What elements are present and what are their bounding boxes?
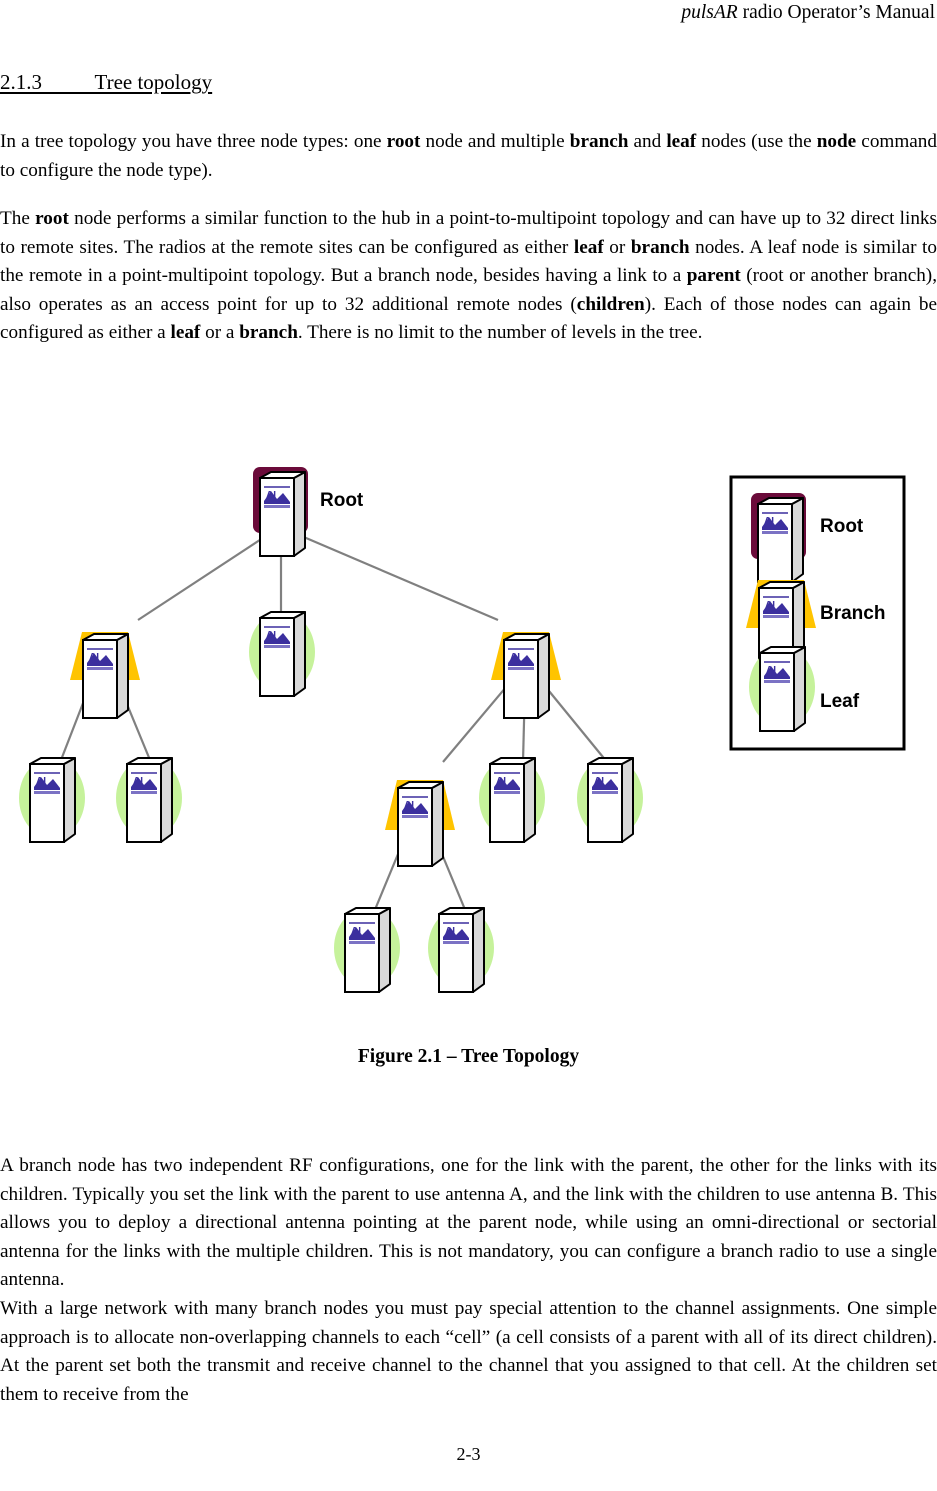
tree-node-leaf[interactable]	[577, 757, 643, 843]
term-branch: branch	[569, 131, 629, 152]
manual-title-rest: radio Operator’s Manual	[737, 2, 935, 23]
tree-connector-lines	[59, 530, 608, 913]
paragraph-channel-assignments: With a large network with many branch no…	[0, 1298, 937, 1405]
term-parent: parent	[686, 265, 741, 287]
edge-branchR-to-leaf2	[539, 679, 608, 763]
text-run: node performs a similar function to the …	[0, 208, 937, 258]
figure-caption: Figure 2.1 – Tree Topology	[357, 1046, 580, 1067]
legend-item-leaf: Leaf	[749, 646, 860, 732]
text-run: node and multiple	[420, 131, 570, 152]
tree-node-leaf-center[interactable]	[249, 611, 315, 697]
text-run: or	[603, 236, 631, 258]
edge-branchR-to-branch	[442, 679, 513, 763]
figure-legend: Root Branch Leaf	[729, 475, 906, 751]
term-branch: branch	[239, 322, 298, 344]
tree-node-branch-lower[interactable]	[385, 780, 455, 867]
manual-brand-name: pulsAR	[681, 2, 738, 23]
legend-item-branch: Branch	[746, 580, 885, 667]
tree-node-leaf[interactable]	[334, 907, 400, 993]
radio-box-icon	[29, 757, 76, 843]
root-node-label: Root	[320, 490, 364, 511]
text-run: nodes (use the	[696, 131, 817, 152]
text-run: command to configure the node type).	[0, 131, 937, 181]
tree-node-root[interactable]	[253, 467, 308, 557]
radio-box-icon	[259, 611, 306, 697]
radio-box-icon	[503, 633, 550, 719]
text-run: ). Each of those nodes can again be conf…	[0, 293, 937, 344]
page-number: 2-3	[456, 1444, 481, 1464]
running-header: pulsAR radio Operator’s Manual	[0, 0, 937, 26]
paragraph-root-node: The root node performs a similar functio…	[0, 205, 937, 348]
text-run: . There is no limit to the number of lev…	[297, 322, 703, 344]
tree-diagram-svg: AI Root	[19, 467, 906, 993]
radio-box-icon	[126, 757, 173, 843]
edge-root-to-branch-left	[137, 531, 273, 621]
text-run: (root or another branch), also operates …	[0, 265, 937, 315]
radio-box-icon	[82, 633, 129, 719]
term-node-command: node	[816, 131, 857, 152]
tree-node-leaf[interactable]	[19, 757, 85, 843]
tree-node-leaf[interactable]	[428, 907, 494, 993]
term-branch: branch	[630, 236, 690, 258]
term-leaf: leaf	[170, 322, 201, 344]
term-children: children	[576, 293, 645, 315]
radio-box-icon	[757, 497, 804, 583]
text-run: nodes. A leaf node is similar to the rem…	[0, 236, 937, 287]
legend-label-root: Root	[820, 516, 864, 537]
term-leaf: leaf	[573, 236, 604, 258]
tree-node-leaf[interactable]	[116, 757, 182, 843]
radio-box-icon	[489, 757, 536, 843]
legend-label-leaf: Leaf	[820, 691, 860, 712]
edge-root-to-branch-right	[291, 530, 499, 622]
tree-node-branch-left[interactable]	[70, 632, 140, 719]
figure-tree-topology: AI Root	[0, 440, 937, 1030]
radio-box-icon	[587, 757, 634, 843]
radio-box-icon	[759, 646, 806, 732]
paragraph-intro: In a tree topology you have three node t…	[0, 128, 937, 185]
radio-box-icon	[397, 781, 444, 867]
term-root: root	[386, 131, 421, 152]
legend-label-branch: Branch	[820, 603, 885, 624]
tree-node-branch-right[interactable]	[491, 632, 561, 719]
radio-box-icon	[438, 907, 485, 993]
paragraph-branch-rf-config: A branch node has two independent RF con…	[0, 1155, 937, 1291]
text-run: The	[0, 208, 36, 229]
text-run: and	[628, 131, 667, 152]
radio-box-icon	[259, 471, 306, 557]
section-heading: 2.1.3 Tree topology	[0, 70, 213, 94]
text-run: In a tree topology you have three node t…	[0, 131, 387, 152]
radio-box-icon	[344, 907, 391, 993]
term-root: root	[35, 208, 69, 229]
term-leaf: leaf	[666, 131, 697, 152]
tree-node-leaf[interactable]	[479, 757, 545, 843]
legend-item-root: Root	[751, 493, 864, 583]
text-run: or a	[200, 322, 240, 344]
